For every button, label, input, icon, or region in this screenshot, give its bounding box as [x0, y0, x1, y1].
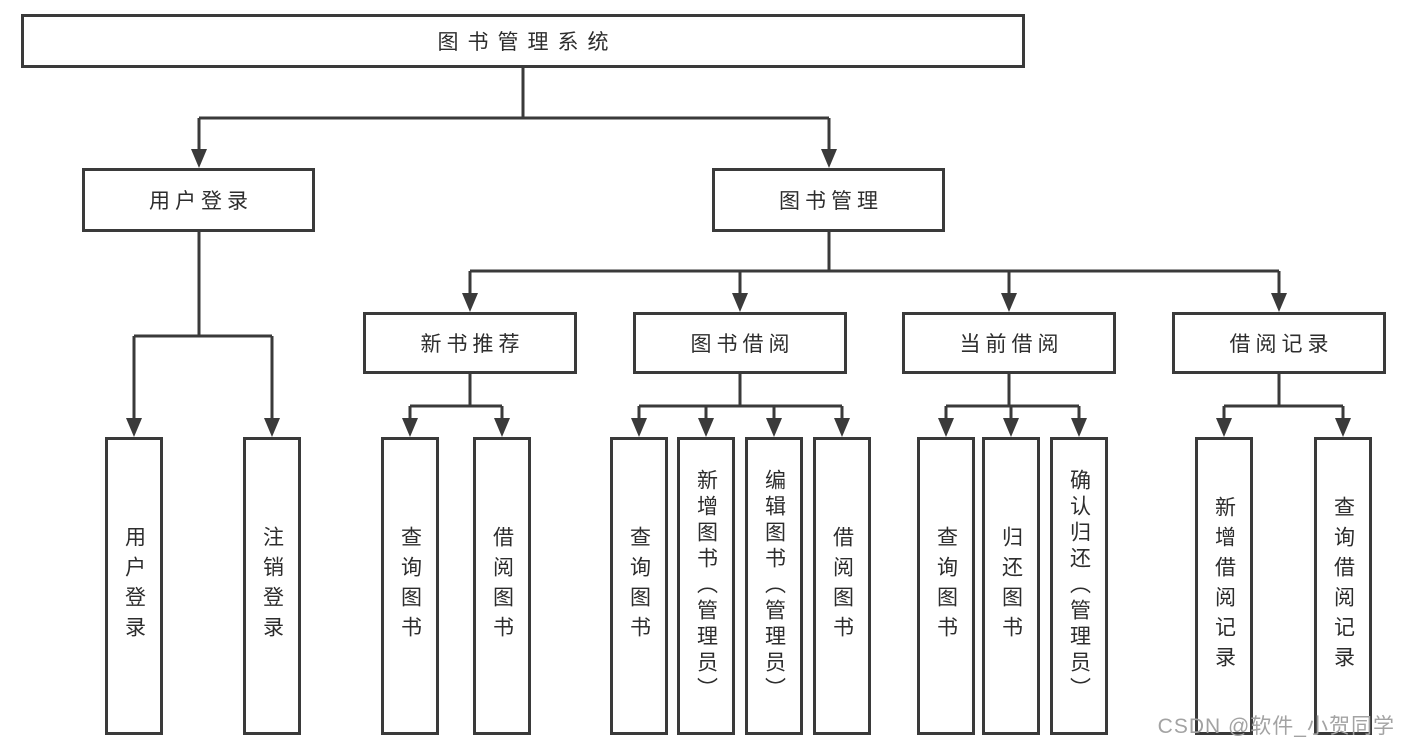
- node-label: 图书管理: [779, 190, 883, 213]
- leaf-borrow-add-books-admin: 新增图书（管理员）: [677, 437, 735, 735]
- node-label: 新增借阅记录: [1212, 496, 1236, 676]
- node-label: 用户登录: [122, 526, 146, 646]
- node-label: 图书管理系统: [437, 31, 618, 54]
- node-library-management-system: 图书管理系统: [21, 14, 1025, 68]
- node-label: 归还图书: [999, 526, 1023, 646]
- tree-edges: [132, 68, 1345, 420]
- node-label: 图书借阅: [690, 333, 795, 356]
- node-new-book-recommend: 新书推荐: [363, 312, 577, 374]
- node-label: 查询图书: [627, 526, 651, 646]
- arrowheads: [126, 149, 1351, 437]
- leaf-current-confirm-return-admin: 确认归还（管理员）: [1050, 437, 1108, 735]
- node-label: 编辑图书（管理员）: [762, 469, 786, 703]
- node-book-management: 图书管理: [712, 168, 945, 232]
- node-borrow-records: 借阅记录: [1172, 312, 1386, 374]
- leaf-user-login: 用户登录: [105, 437, 163, 735]
- node-book-borrowing: 图书借阅: [633, 312, 847, 374]
- leaf-records-add-record: 新增借阅记录: [1195, 437, 1253, 735]
- node-user-login: 用户登录: [82, 168, 315, 232]
- leaf-borrow-query-books: 查询图书: [610, 437, 668, 735]
- node-label: 借阅图书: [830, 526, 854, 646]
- node-label: 查询图书: [934, 526, 958, 646]
- csdn-watermark: CSDN @软件_小贺同学: [1157, 715, 1395, 738]
- node-label: 查询借阅记录: [1331, 496, 1355, 676]
- node-label: 当前借阅: [959, 333, 1064, 356]
- node-current-borrowing: 当前借阅: [902, 312, 1116, 374]
- leaf-current-query-books: 查询图书: [917, 437, 975, 735]
- node-label: 查询图书: [398, 526, 422, 646]
- leaf-current-return-books: 归还图书: [982, 437, 1040, 735]
- leaf-newbook-query-books: 查询图书: [381, 437, 439, 735]
- leaf-records-query-record: 查询借阅记录: [1314, 437, 1372, 735]
- node-label: 新增图书（管理员）: [694, 469, 718, 703]
- leaf-borrow-edit-books-admin: 编辑图书（管理员）: [745, 437, 803, 735]
- leaf-borrow-borrow-books: 借阅图书: [813, 437, 871, 735]
- node-label: 新书推荐: [420, 333, 525, 356]
- node-label: 用户登录: [149, 190, 253, 213]
- node-label: 借阅图书: [490, 526, 514, 646]
- node-label: 注销登录: [260, 526, 284, 646]
- leaf-logout: 注销登录: [243, 437, 301, 735]
- node-label: 确认归还（管理员）: [1067, 469, 1091, 703]
- node-label: 借阅记录: [1229, 333, 1334, 356]
- leaf-newbook-borrow-books: 借阅图书: [473, 437, 531, 735]
